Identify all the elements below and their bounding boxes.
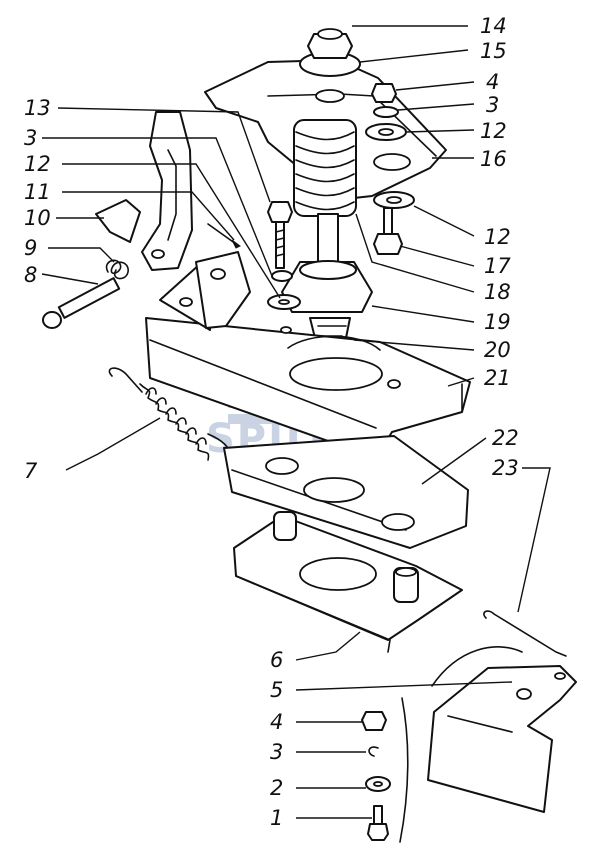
- callout-6: 6: [270, 648, 283, 672]
- callout-12: 12: [24, 152, 51, 176]
- part-14-top-nut: [299, 28, 361, 103]
- callout-19: 19: [484, 310, 511, 334]
- callout-18: 18: [484, 280, 511, 304]
- callout-17: 17: [484, 254, 511, 278]
- part-18-spring-column: [281, 119, 373, 363]
- part-5-angle-bracket: [427, 665, 577, 813]
- callout-labels: 14 15 4 3 12 16 13 3 12 11 10 9 8 12 17 …: [24, 14, 519, 830]
- part-21-channel-bracket: [145, 251, 471, 459]
- callout-5: 5: [270, 678, 283, 702]
- callout-12: 12: [480, 119, 507, 143]
- callout-9: 9: [24, 236, 37, 260]
- part-6-base-plate: [233, 511, 463, 653]
- part-10-lever: [95, 111, 241, 271]
- part-13-bolt: [267, 201, 301, 310]
- part-9-small-spring: [105, 259, 129, 280]
- callout-2: 2: [270, 776, 283, 800]
- lock-washer-3-bottom: [368, 746, 379, 757]
- callout-3: 3: [270, 740, 283, 764]
- callout-8: 8: [24, 263, 37, 287]
- callout-20: 20: [484, 338, 511, 362]
- bottom-hardware: [361, 711, 391, 841]
- callout-1: 1: [270, 806, 283, 830]
- nut-4-bottom: [361, 711, 387, 731]
- part-17-bolt: [373, 207, 403, 255]
- part-23-wire-rod: [483, 610, 567, 657]
- callout-12: 12: [484, 225, 511, 249]
- part-8-pin: [42, 277, 121, 329]
- callout-4: 4: [486, 70, 499, 94]
- callout-3: 3: [24, 126, 37, 150]
- callout-14: 14: [480, 14, 507, 38]
- callout-4: 4: [270, 710, 283, 734]
- callout-16: 16: [480, 147, 507, 171]
- callout-3: 3: [486, 93, 499, 117]
- top-right-hardware: [365, 83, 415, 209]
- callout-11: 11: [24, 180, 51, 204]
- reference-arcs: [399, 646, 523, 843]
- callout-22: 22: [492, 426, 519, 450]
- leader-lines: [41, 25, 551, 819]
- part-22-mounting-plate: [223, 435, 469, 549]
- callout-15: 15: [480, 39, 507, 63]
- callout-7: 7: [24, 459, 38, 483]
- callout-10: 10: [24, 206, 51, 230]
- callout-23: 23: [492, 456, 519, 480]
- callout-13: 13: [24, 96, 51, 120]
- callout-21: 21: [484, 366, 511, 390]
